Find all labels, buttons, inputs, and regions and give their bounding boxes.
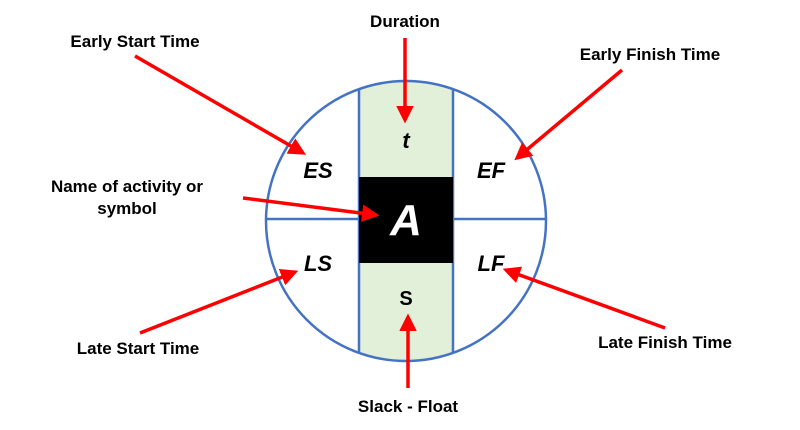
early-finish-time-label: Early Finish Time xyxy=(580,45,720,64)
activity-symbol: A xyxy=(389,196,422,245)
early-start-symbol: ES xyxy=(303,158,333,183)
activity-node: t A S ES EF LS LF xyxy=(264,79,548,363)
callout-arrows xyxy=(134,38,666,388)
late-finish-arrow xyxy=(502,266,666,330)
slack-symbol: S xyxy=(399,288,412,310)
late-start-time-label: Late Start Time xyxy=(77,339,200,358)
activity-name-label-line2: symbol xyxy=(97,199,157,218)
early-start-time-label: Early Start Time xyxy=(70,32,199,51)
slack-float-label: Slack - Float xyxy=(358,397,458,416)
late-finish-symbol: LF xyxy=(478,251,505,276)
duration-label: Duration xyxy=(370,12,440,31)
activity-name-arrow xyxy=(242,196,380,222)
late-start-symbol: LS xyxy=(304,251,332,276)
early-finish-arrow xyxy=(514,68,624,161)
activity-name-label-line1: Name of activity or xyxy=(51,177,203,196)
early-start-arrow xyxy=(134,54,307,155)
late-start-arrow xyxy=(139,268,299,335)
late-finish-time-label: Late Finish Time xyxy=(598,333,732,352)
early-finish-symbol: EF xyxy=(477,158,506,183)
duration-symbol: t xyxy=(402,128,411,153)
